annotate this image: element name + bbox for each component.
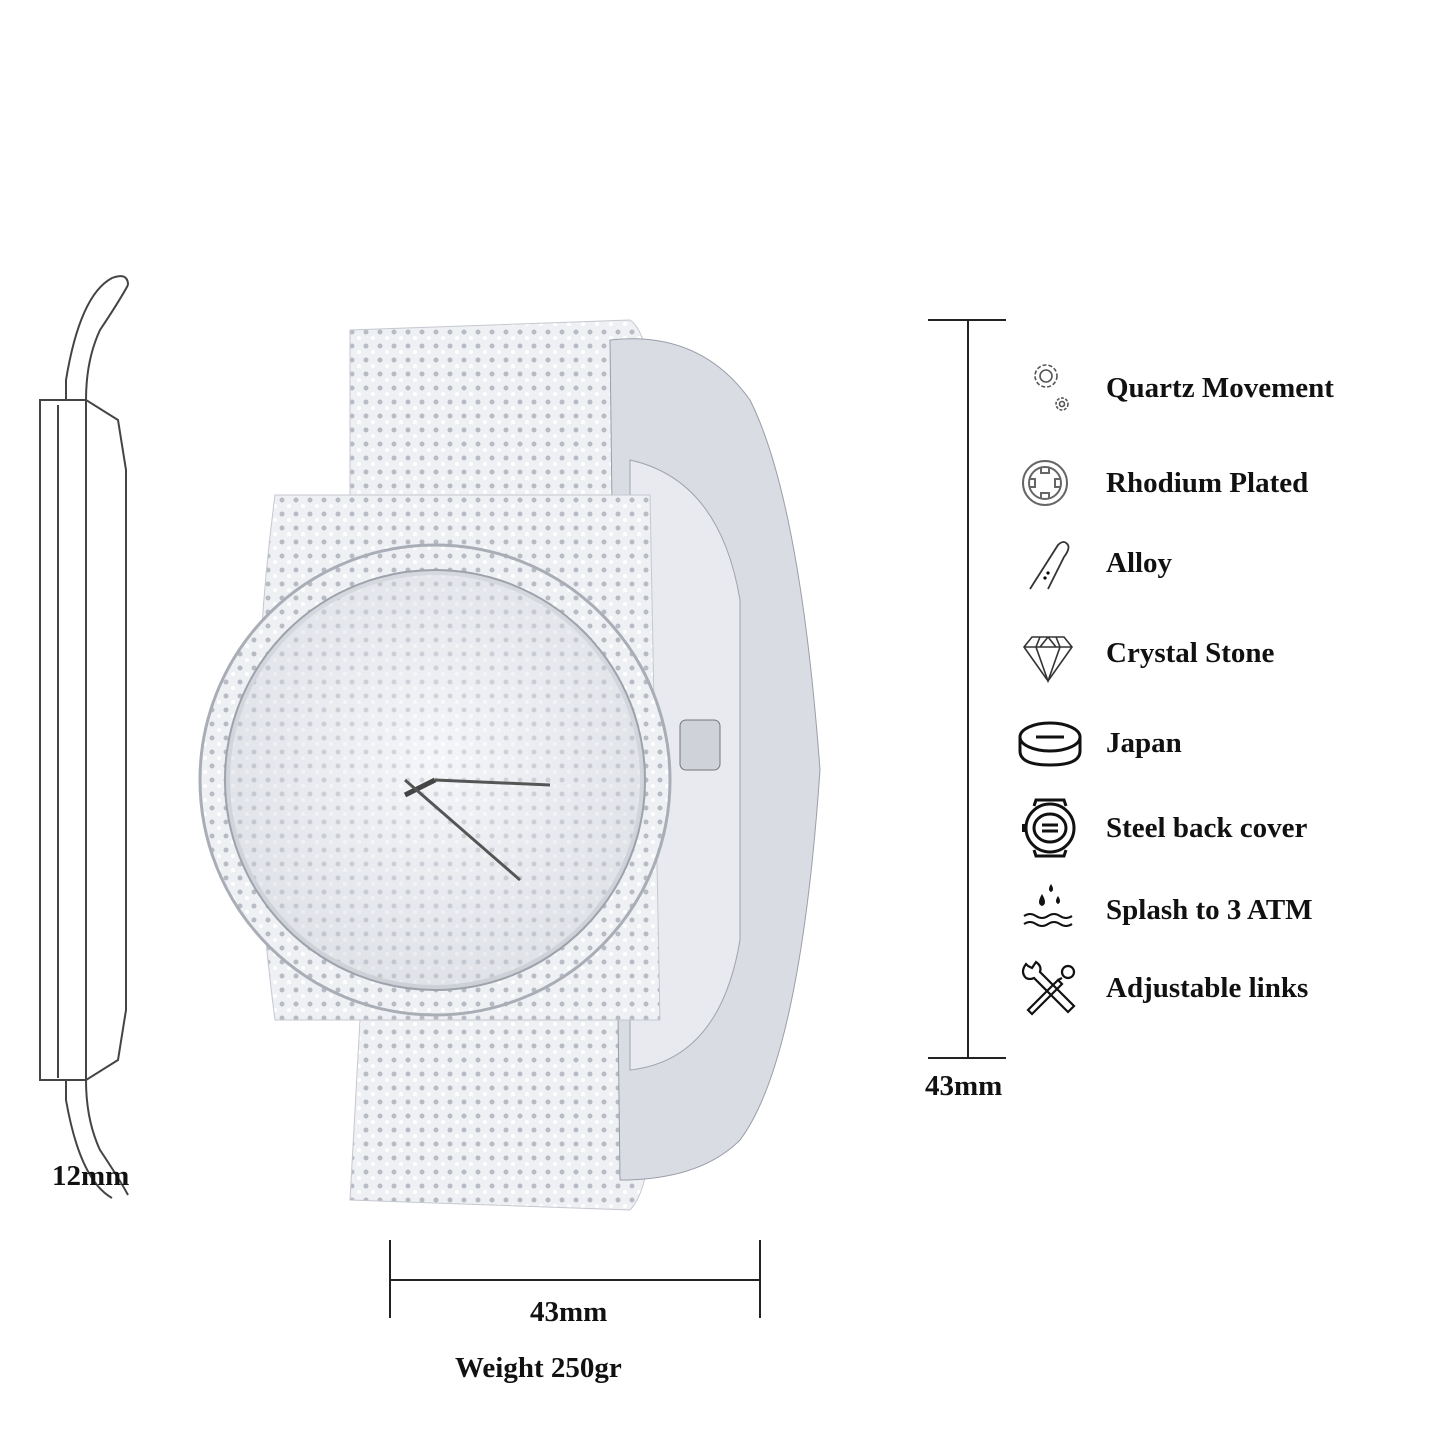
feature-rhodium-plated: Rhodium Plated: [1018, 453, 1308, 513]
feature-steel-back-cover: Steel back cover: [1018, 798, 1307, 858]
gears-icon: [1034, 364, 1069, 411]
water-drops-icon: [1023, 884, 1073, 927]
watch-back-icon: [1022, 798, 1076, 858]
thickness-label: 12mm: [52, 1160, 130, 1192]
feature-alloy: Alloy: [1018, 533, 1172, 593]
width-label: 43mm: [530, 1296, 608, 1328]
ring-icon: [1022, 460, 1068, 506]
bar-icon: [1029, 541, 1070, 590]
weight-label: Weight 250gr: [455, 1352, 622, 1384]
watch-side-profile: [39, 275, 129, 1199]
feature-adjustable-links: Adjustable links: [1018, 958, 1308, 1018]
height-dimension-line: [928, 319, 1006, 1059]
feature-crystal-stone: Crystal Stone: [1018, 623, 1274, 683]
battery-icon: [1018, 721, 1082, 767]
tools-icon: [1021, 960, 1076, 1016]
width-dimension-line: [389, 1240, 761, 1318]
feature-quartz-movement: Quartz Movement: [1018, 358, 1334, 418]
feature-japan: Japan: [1018, 713, 1182, 773]
height-label: 43mm: [925, 1070, 1003, 1102]
watch-image: [198, 319, 821, 1211]
feature-splash-3-atm: Splash to 3 ATM: [1018, 880, 1313, 940]
diamond-icon: [1022, 636, 1074, 683]
